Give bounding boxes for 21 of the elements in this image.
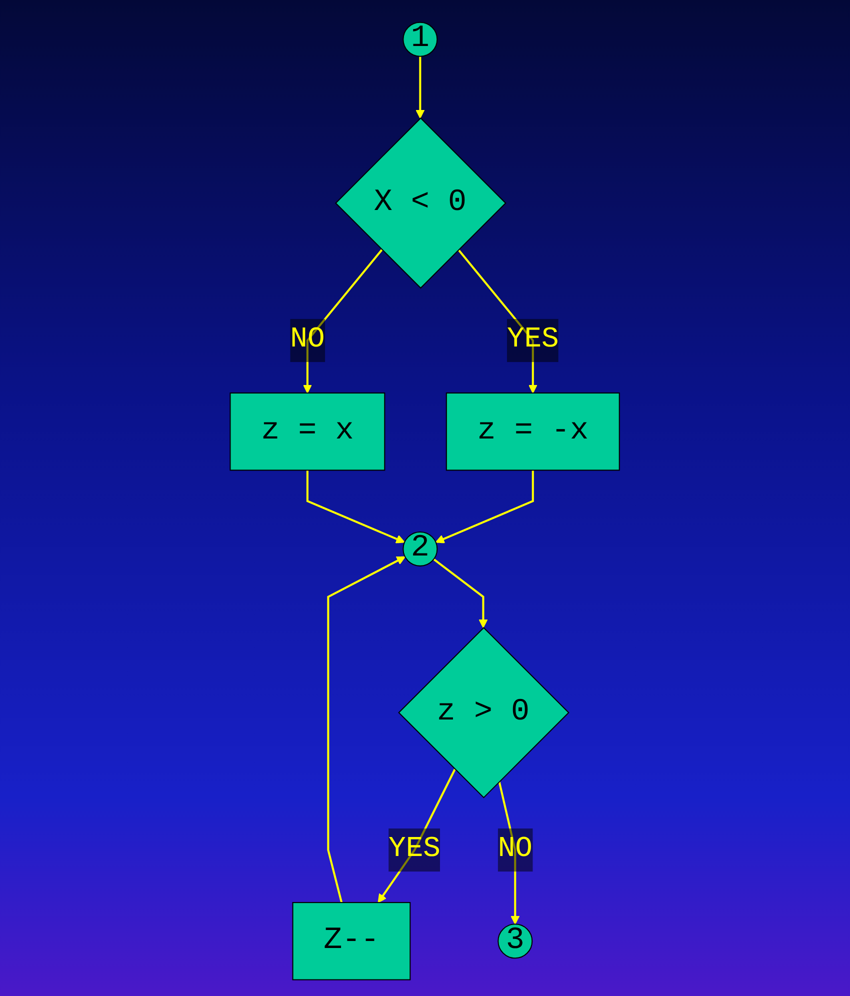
arrow [458,249,538,394]
edge-label: YES [388,834,441,866]
node-box: z = x [230,392,386,471]
arrow [303,249,383,394]
arrow [378,768,456,903]
arrow [436,470,534,544]
node-box: z = -x [446,392,620,471]
arrow [416,56,425,119]
node-circle: 2 [402,531,438,566]
arrow [498,781,520,925]
edge-label: YES [507,324,560,356]
node-circle: 1 [402,22,438,57]
node-box: Z-- [292,902,411,980]
arrow [306,470,406,544]
edge-label: NO [290,324,325,356]
edge-label: NO [498,834,533,866]
node-diamond: X < 0 [335,117,507,289]
arrow [327,556,406,903]
arrow [433,558,488,628]
node-circle: 3 [498,924,533,959]
node-diamond: z > 0 [398,626,570,798]
